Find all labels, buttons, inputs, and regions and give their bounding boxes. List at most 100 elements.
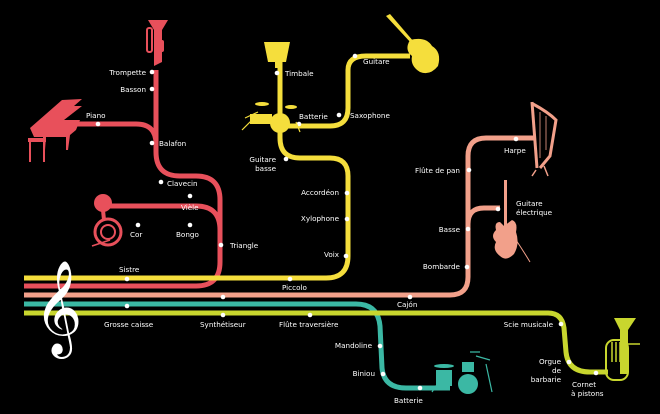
stop-grosse-caisse[interactable] <box>124 303 130 309</box>
stop-guitare-basse[interactable] <box>283 156 289 162</box>
yellow-line <box>24 53 410 281</box>
stop-cornet-pistons[interactable] <box>593 370 599 376</box>
label-orgue-1: Orgue <box>539 357 562 366</box>
stop-cor[interactable] <box>135 222 141 228</box>
label-trompette: Trompette <box>108 68 146 77</box>
stop-sistre[interactable] <box>124 276 130 282</box>
stop-scie-musicale[interactable] <box>558 321 564 327</box>
harp-icon <box>530 101 558 177</box>
label-bongo: Bongo <box>176 230 199 239</box>
stop-synthetiseur[interactable] <box>220 312 226 318</box>
stop-flute-traversiere[interactable] <box>307 312 313 318</box>
label-accordeon: Accordéon <box>301 188 339 197</box>
stop-piccolo[interactable] <box>287 276 293 282</box>
label-orgue-3: barbarie <box>531 375 562 384</box>
french-horn-icon <box>91 194 123 247</box>
stop-orgue-barbarie[interactable] <box>566 359 572 365</box>
label-guitare-basse-2: basse <box>255 164 276 173</box>
acoustic-guitar-icon <box>386 14 440 74</box>
label-voix: Voix <box>324 250 340 259</box>
label-guitare-elec-2: électrique <box>516 208 553 217</box>
label-basson: Basson <box>120 85 146 94</box>
stop-accordeon[interactable] <box>344 190 350 196</box>
label-viele: Vièle <box>181 203 199 212</box>
stop-clavecin[interactable] <box>158 179 164 185</box>
teal-line <box>24 301 450 391</box>
label-harpe: Harpe <box>504 146 526 155</box>
drum-kit-icon-yellow <box>241 102 301 133</box>
label-flute-pan: Flûte de pan <box>415 166 460 175</box>
salmon-line <box>24 135 536 298</box>
stop-biniou[interactable] <box>380 371 386 377</box>
salmon-line-branch <box>465 205 500 225</box>
label-batterie-yellow: Batterie <box>299 112 328 121</box>
stop-basse[interactable] <box>465 226 471 232</box>
timbale-icon <box>264 42 290 68</box>
svg-text:𝄞: 𝄞 <box>34 260 82 359</box>
label-guitare: Guitare <box>363 57 390 66</box>
yellow-line-path <box>24 56 351 281</box>
stop-viele[interactable] <box>187 193 193 199</box>
stop-bongo[interactable] <box>187 222 193 228</box>
label-batterie-teal: Batterie <box>394 396 423 405</box>
euphonium-icon <box>605 318 640 381</box>
station-labels: Trompette Basson Piano Balafon Clavecin … <box>86 57 604 405</box>
label-cornet-1: Cornet <box>572 380 596 389</box>
stop-cajon[interactable] <box>407 294 413 300</box>
label-synthetiseur: Synthétiseur <box>200 320 246 329</box>
label-guitare-basse-1: Guitare <box>249 155 276 164</box>
label-triangle: Triangle <box>229 241 259 250</box>
salmon-line-path <box>24 135 536 298</box>
stop-basson[interactable] <box>149 86 155 92</box>
label-guitare-elec-1: Guitare <box>516 199 543 208</box>
drum-kit-icon-teal <box>431 351 493 394</box>
lime-line-path <box>24 310 608 375</box>
label-orgue-2: de <box>552 366 562 375</box>
teal-line-path <box>24 301 450 391</box>
stop-piano[interactable] <box>95 121 101 127</box>
stops <box>95 53 599 391</box>
stop-salmon-1[interactable] <box>220 294 226 300</box>
stop-triangle[interactable] <box>218 242 224 248</box>
trumpet-icon <box>146 20 168 66</box>
red-line <box>24 70 223 289</box>
stop-guitare-electrique[interactable] <box>495 206 501 212</box>
label-cor: Cor <box>130 230 142 239</box>
stop-mandoline[interactable] <box>377 343 383 349</box>
grand-piano-icon <box>28 99 82 162</box>
red-line-branch-path <box>153 70 223 250</box>
stop-voix[interactable] <box>343 253 349 259</box>
stop-saxophone[interactable] <box>336 112 342 118</box>
label-flute-traversiere: Flûte traversière <box>279 320 339 329</box>
label-mandoline: Mandoline <box>335 341 373 350</box>
electric-guitar-icon <box>493 180 531 263</box>
stop-guitare[interactable] <box>352 53 358 59</box>
stop-batterie-teal[interactable] <box>417 385 423 391</box>
stop-balafon[interactable] <box>149 140 155 146</box>
label-biniou: Biniou <box>353 369 375 378</box>
label-balafon: Balafon <box>159 139 186 148</box>
stop-trompette[interactable] <box>149 69 155 75</box>
label-piccolo: Piccolo <box>282 283 307 292</box>
treble-clef-icon: 𝄞 <box>34 260 82 359</box>
label-piano: Piano <box>86 111 106 120</box>
label-grosse-caisse: Grosse caisse <box>104 320 154 329</box>
stop-flute-pan[interactable] <box>466 167 472 173</box>
yellow-line-guitar-branch <box>280 53 410 129</box>
stop-harpe[interactable] <box>513 136 519 142</box>
label-saxophone: Saxophone <box>350 111 390 120</box>
red-line-piano-branch <box>60 121 159 145</box>
stop-xylophone[interactable] <box>344 216 350 222</box>
stop-bombarde[interactable] <box>464 264 470 270</box>
label-scie-musicale: Scie musicale <box>504 320 554 329</box>
label-bombarde: Bombarde <box>423 262 461 271</box>
label-timbale: Timbale <box>284 69 314 78</box>
stop-timbale[interactable] <box>274 70 280 76</box>
label-cajon: Cajón <box>397 300 417 309</box>
label-cornet-2: à pistons <box>571 389 604 398</box>
label-clavecin: Clavecin <box>167 179 198 188</box>
label-xylophone: Xylophone <box>301 214 340 223</box>
lime-line <box>24 310 608 375</box>
